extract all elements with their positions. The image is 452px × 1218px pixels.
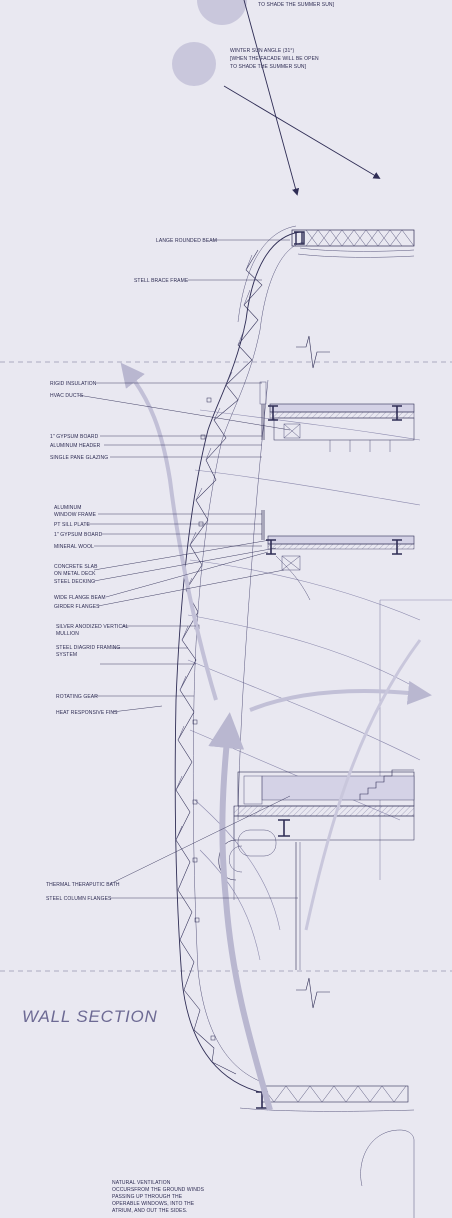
ventilation-note-line5: ATRIUM, AND OUT THE SIDES. [112,1208,187,1214]
ventilation-note-line2: OCCURSFROM THE GROUND WINDS [112,1187,205,1193]
roof-truss-top [291,229,415,258]
ventilation-note-line3: PASSING UP THROUGH THE [112,1194,183,1200]
label-silver-mullion-line1: SILVER ANODIZED VERTICAL [56,624,129,630]
airflow-side-arrow [304,639,422,931]
ventilation-note-line4: OPERABLE WINDOWS, INTO THE [112,1201,195,1207]
summer-sun-note: TO SHADE THE SUMMER SUN] [258,2,335,8]
airflow-arrows [120,362,432,1111]
airflow-upper-arrow [120,362,218,701]
winter-sun-note-line1: WINTER SUN ANGLE (31°) [230,48,294,54]
thermal-bath-assembly [218,769,415,970]
label-aluminum-header: ALUMINUM HEADER [50,443,101,449]
label-rigid-insulation: RIGID INSULATION [50,381,97,387]
winter-sun-disc [172,42,216,86]
label-gypsum-board-1: 1" GYPSUM BOARD [50,434,99,440]
label-mineral-wool: MINERAL WOOL [54,544,94,550]
label-silver-mullion-line2: MULLION [56,631,79,637]
facade-shell [174,225,305,1093]
label-heat-responsive-fins: HEAT RESPONSIVE FINS [56,710,118,716]
label-single-pane-glazing: SINGLE PANE GLAZING [50,455,108,461]
break-symbol-top [296,335,330,369]
label-flange-rounded-beam: LANGE ROUNDED BEAM [156,238,217,244]
label-thermal-bath: THERMAL THERAPUTIC BATH [46,882,120,888]
summer-sun-disc [197,0,247,25]
winter-sun-note-line2: [WHEN THE FACADE WILL BE OPEN [230,56,319,62]
winter-sun-note-line3: TO SHADE THE SUMMER SUN] [230,64,307,70]
floor-slab-2 [261,510,415,601]
callout-labels: LANGE ROUNDED BEAM STELL BRACE FRAME RIG… [46,238,298,902]
label-aluminum-window-frame-line1: ALUMINUM [54,505,81,511]
label-rotating-gear: ROTATING GEAR [56,694,98,700]
label-pt-sill-plate: PT SILL PLATE [54,522,91,528]
airflow-right-arrow [249,680,432,712]
label-steel-column-flanges: STEEL COLUMN FLANGES [46,896,112,902]
winter-sun-ray [223,85,381,179]
label-wide-flange-beam: WIDE FLANGE BEAM [54,595,106,601]
label-girder-flanges: GIRDER FLANGES [54,604,100,610]
label-steel-decking: STEEL DECKING [54,579,95,585]
atrium-guidelines [187,409,452,961]
break-symbol-bottom [296,977,330,1009]
floor-slab-1 [259,381,415,452]
wall-section-title: WALL SECTION [22,1007,158,1026]
ventilation-note-line1: NATURAL VENTILATION [112,1180,171,1186]
label-diagrid-line1: STEEL DIAGRID FRAMING [56,645,120,651]
label-concrete-slab-line2: ON METAL DECK [54,571,96,577]
label-steel-brace-frame: STELL BRACE FRAME [134,278,189,284]
label-diagrid-line2: SYSTEM [56,652,77,658]
ventilation-note: NATURAL VENTILATION OCCURSFROM THE GROUN… [112,1180,205,1214]
label-hvac-ducts: HVAC DUCTS [50,393,84,399]
summer-sun-ray [243,0,300,196]
airflow-main-arrow [208,712,273,1111]
label-aluminum-window-frame-line2: WINDOW FRAME [54,512,97,518]
label-concrete-slab-line1: CONCRETE SLAB [54,564,98,570]
label-gypsum-board-2: 1" GYPSUM BOARD [54,532,103,538]
